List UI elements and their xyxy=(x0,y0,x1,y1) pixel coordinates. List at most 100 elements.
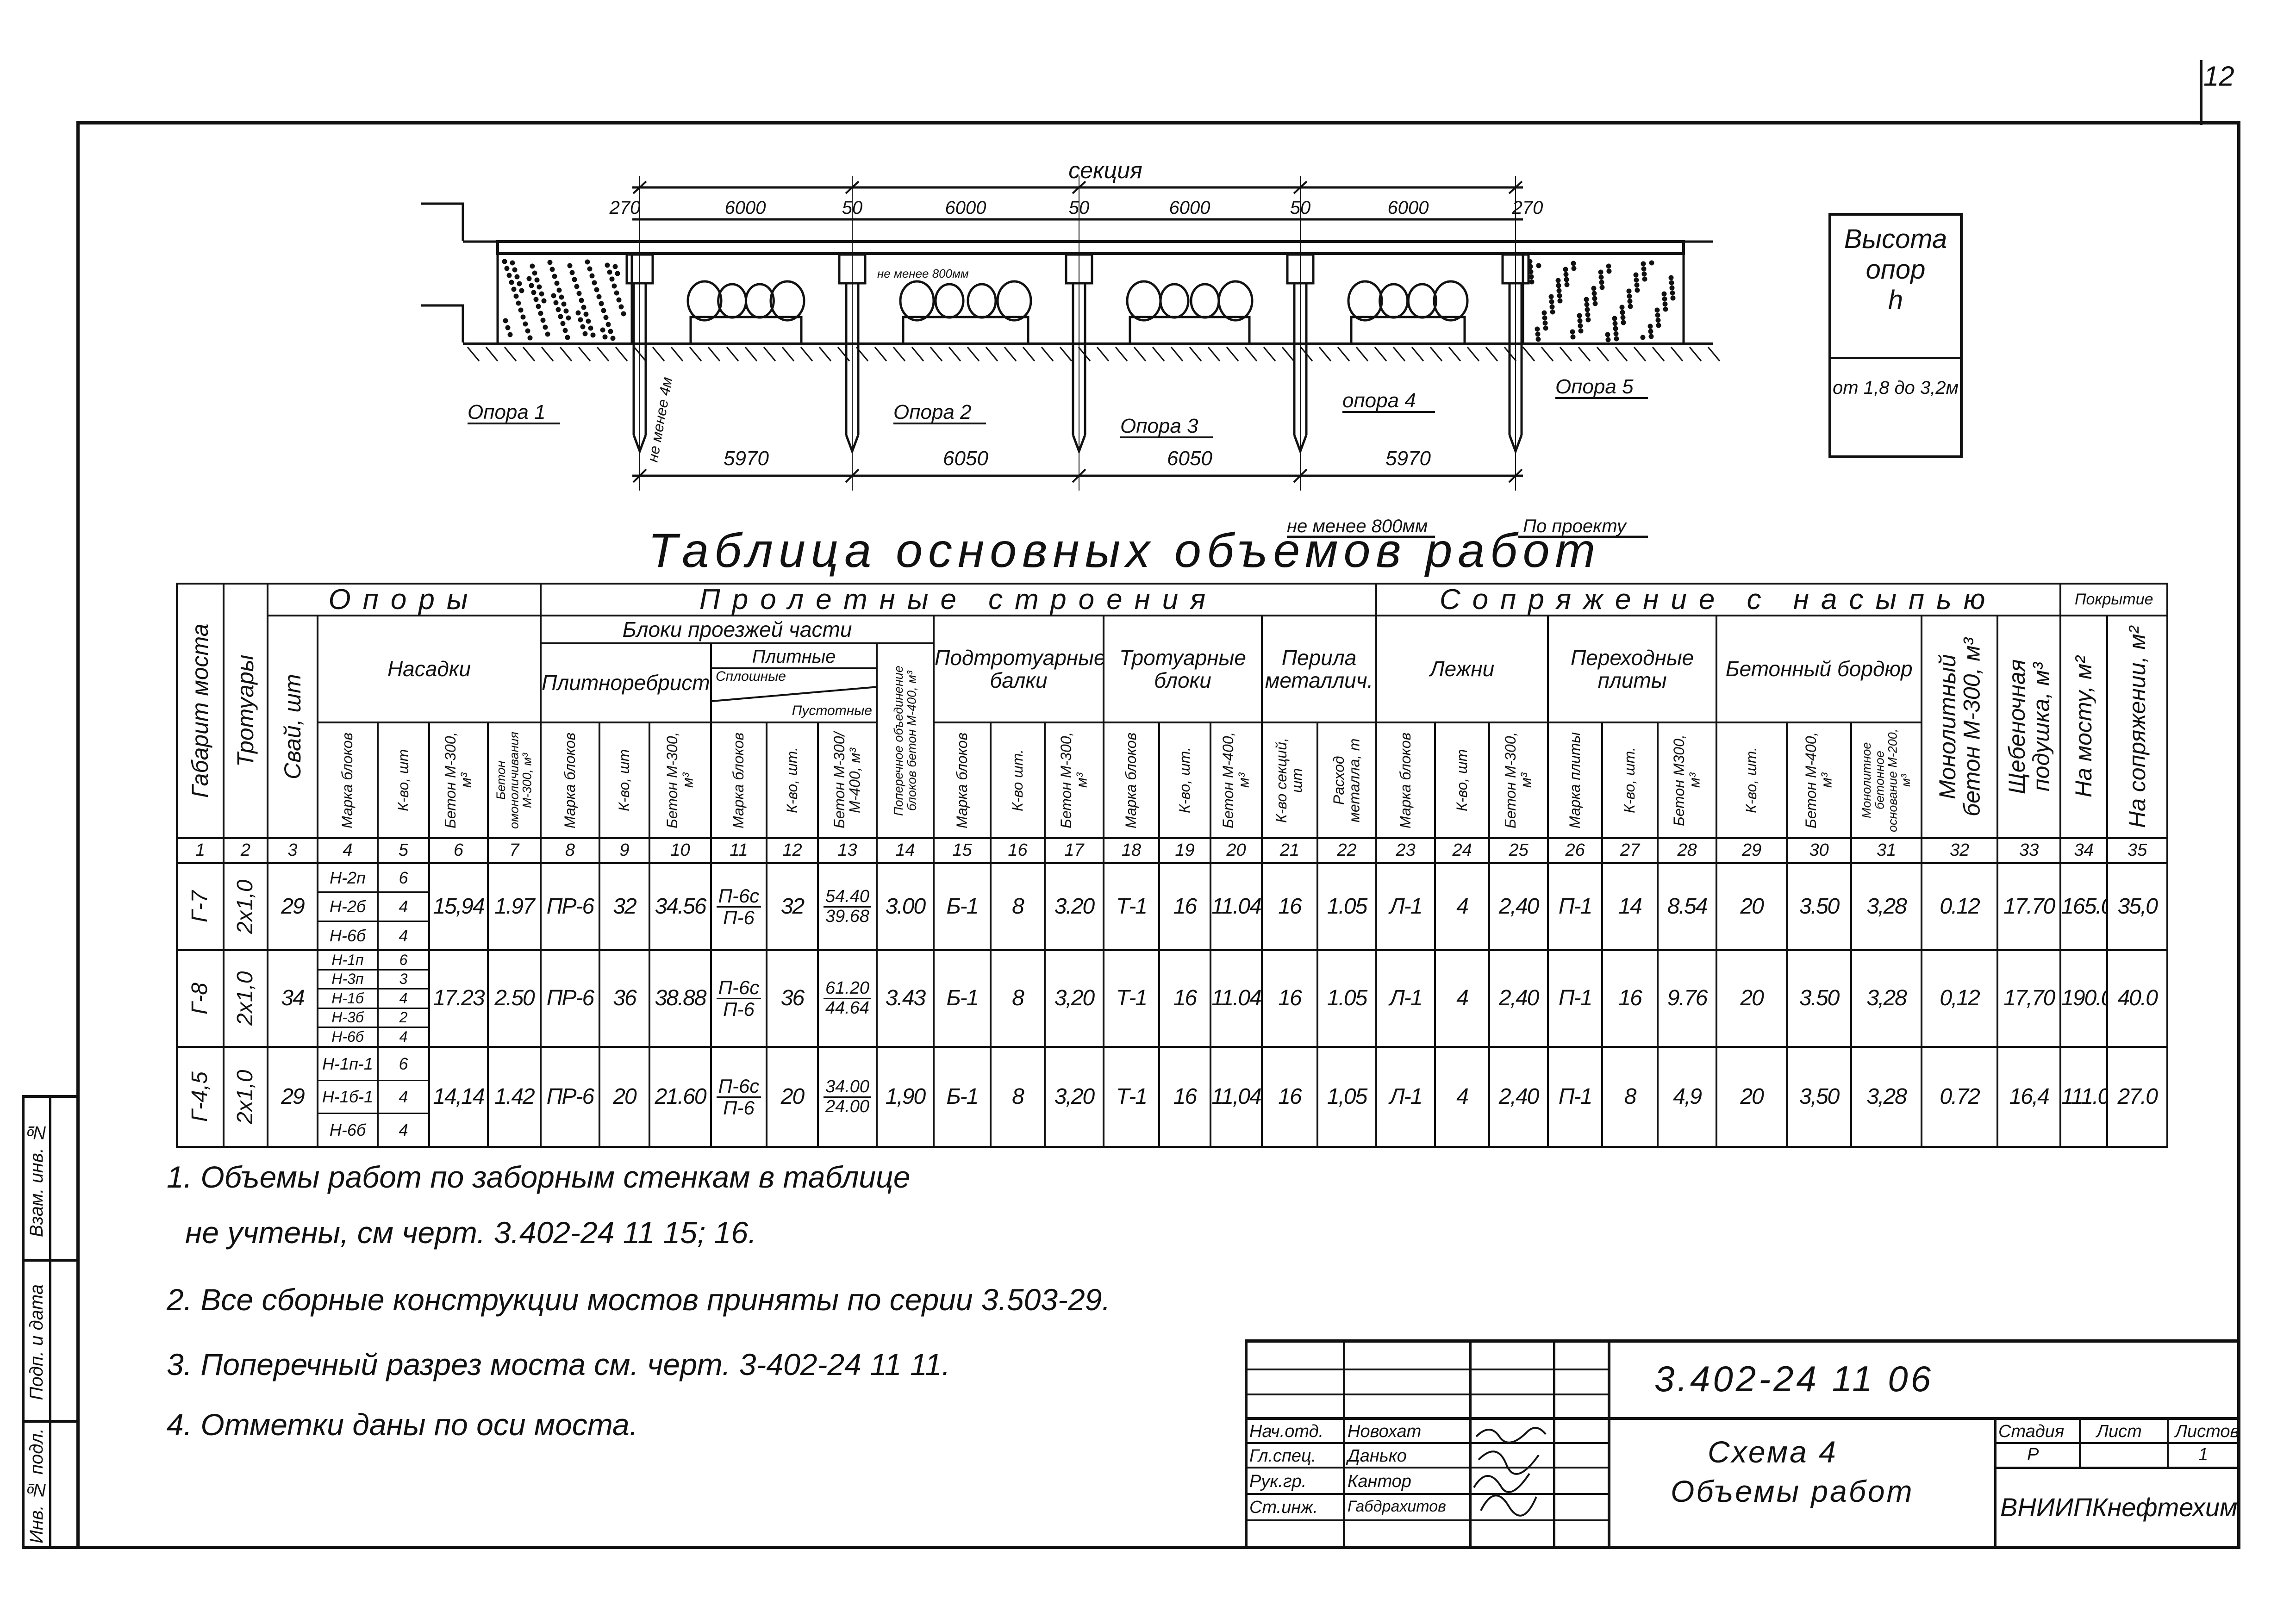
column-number: 21 xyxy=(1261,837,1318,865)
embankment-fill xyxy=(507,332,513,337)
value-c28: 4,9 xyxy=(1657,1046,1718,1148)
culvert-pipe xyxy=(934,283,965,319)
embankment-fill xyxy=(1662,296,1667,302)
note-1-continued: не учтены, см черт. 3.402-24 11 15; 16. xyxy=(185,1215,757,1250)
ground-hatch xyxy=(800,347,813,361)
column-number: 32 xyxy=(1921,837,1999,865)
value-c18: Т-1 xyxy=(1103,1046,1160,1148)
header-gravel-bed: Щебеночная подушка, м³ xyxy=(1997,615,2062,840)
bottom-dimension: 6050 xyxy=(943,447,988,470)
top-dimension: 50 xyxy=(1290,198,1311,218)
signer-name: Данько xyxy=(1348,1446,1407,1466)
header-text: 2x1,0 xyxy=(234,879,257,934)
column-number: 6 xyxy=(428,837,489,865)
value-c27: 16 xyxy=(1601,949,1659,1048)
pier-height-symbol: h xyxy=(1888,285,1903,315)
embankment-fill xyxy=(503,318,508,324)
header-text: Г-7 xyxy=(188,890,212,923)
pile-cap-count: 3 xyxy=(380,971,427,990)
embankment-fill xyxy=(1542,315,1547,321)
sidewalks: 2x1,0 xyxy=(223,862,268,952)
ground-hatch xyxy=(892,347,906,361)
embankment-fill xyxy=(582,331,588,336)
header-sleepers: Лежни xyxy=(1375,615,1549,724)
strip-cell-original-inv: Инв. № подл. xyxy=(25,1423,51,1549)
ground-hatch xyxy=(1411,347,1424,361)
ground-hatch xyxy=(1374,347,1387,361)
header-ribbed-slabs: Плитноребристые xyxy=(540,642,712,724)
culvert-pipe xyxy=(996,280,1032,322)
value-c19: 16 xyxy=(1158,862,1211,952)
header-deck-blocks: Блоки проезжей части xyxy=(540,615,935,645)
embankment-fill xyxy=(1543,325,1548,331)
value-c33: 17,70 xyxy=(1997,949,2062,1048)
header-text: Бетон М-300, м³ xyxy=(664,732,696,829)
embankment-fill xyxy=(1549,299,1554,305)
embankment-fill xyxy=(1557,293,1562,299)
pile-cap-mark: Н-3п xyxy=(319,971,376,990)
embankment-fill xyxy=(1662,301,1668,307)
embankment-fill xyxy=(537,284,542,290)
header-spans: Пролетные строения xyxy=(539,582,1378,617)
tb-line xyxy=(1994,1417,1997,1549)
embankment-fill xyxy=(1598,274,1604,280)
strip-cell-signature-date: Подп. и дата xyxy=(25,1262,51,1423)
header-text: К-во, шт xyxy=(617,749,632,812)
header-text: Марка блоков xyxy=(562,732,578,828)
ground-hatch xyxy=(1615,347,1628,361)
ground-hatch xyxy=(578,347,591,361)
column-number: 17 xyxy=(1044,837,1104,865)
slab-concrete-solid: 61.20 xyxy=(823,979,872,1000)
embankment-fill xyxy=(1584,302,1590,307)
embankment-fill xyxy=(621,311,626,317)
header-leaf: К-во, шт. xyxy=(1601,722,1659,840)
header-text: К-во, шт. xyxy=(1177,747,1193,814)
left-margin-strip: Взам. инв. № Подп. и дата Инв. № подл. xyxy=(22,1095,76,1549)
embankment-fill xyxy=(1634,282,1640,288)
value-c15: Б-1 xyxy=(933,1046,992,1148)
value-c30: 3.50 xyxy=(1786,949,1853,1048)
embankment-fill xyxy=(1599,285,1605,290)
embankment-fill xyxy=(514,274,520,280)
pile-cap-count: 2 xyxy=(380,1009,427,1028)
embankment-fill xyxy=(1527,259,1533,264)
value-c18: Т-1 xyxy=(1103,949,1160,1048)
tb-line xyxy=(1245,1369,1608,1370)
embankment-fill xyxy=(539,291,544,297)
embankment-fill xyxy=(505,325,511,330)
pile-cap-count: 4 xyxy=(380,893,427,922)
ground-hatch xyxy=(467,347,480,361)
pipe-foundation xyxy=(1350,316,1466,345)
embankment-fill xyxy=(561,301,567,307)
header-railings: Перила металлич. xyxy=(1260,615,1378,724)
embankment-fill xyxy=(565,335,570,340)
embankment-fill xyxy=(502,259,507,264)
header-text: Бетон омоноличивания М-300, м³ xyxy=(494,732,534,829)
signer-role: Ст.инж. xyxy=(1249,1498,1318,1517)
embankment-fill xyxy=(599,301,604,306)
embankment-fill xyxy=(1599,280,1604,285)
embankment-fill xyxy=(1634,277,1639,283)
tb-line xyxy=(1994,1442,2240,1444)
value-c22: 1,05 xyxy=(1316,1046,1378,1148)
value-c28: 8.54 xyxy=(1657,862,1718,952)
value-c9: 36 xyxy=(599,949,650,1048)
value-c25: 2,40 xyxy=(1488,1046,1549,1148)
table-row: ПлитноребристыеПлитныеСплошныеПустотныеП… xyxy=(177,642,2167,840)
column-number: 23 xyxy=(1375,837,1436,865)
embankment-fill xyxy=(1606,263,1611,269)
embankment-fill xyxy=(1592,296,1597,301)
ground-hatch xyxy=(1689,347,1702,361)
embankment-fill xyxy=(588,325,593,331)
ground-hatch xyxy=(1504,347,1517,361)
header-leaf: К-во, шт. xyxy=(1158,722,1211,840)
value-c19: 16 xyxy=(1158,949,1211,1048)
embankment-fill xyxy=(580,324,586,330)
embankment-fill xyxy=(1563,267,1568,272)
embankment-fill xyxy=(1670,295,1676,301)
pipe-foundation xyxy=(689,316,803,345)
slab-mark-solid: П-6с xyxy=(716,977,761,1000)
